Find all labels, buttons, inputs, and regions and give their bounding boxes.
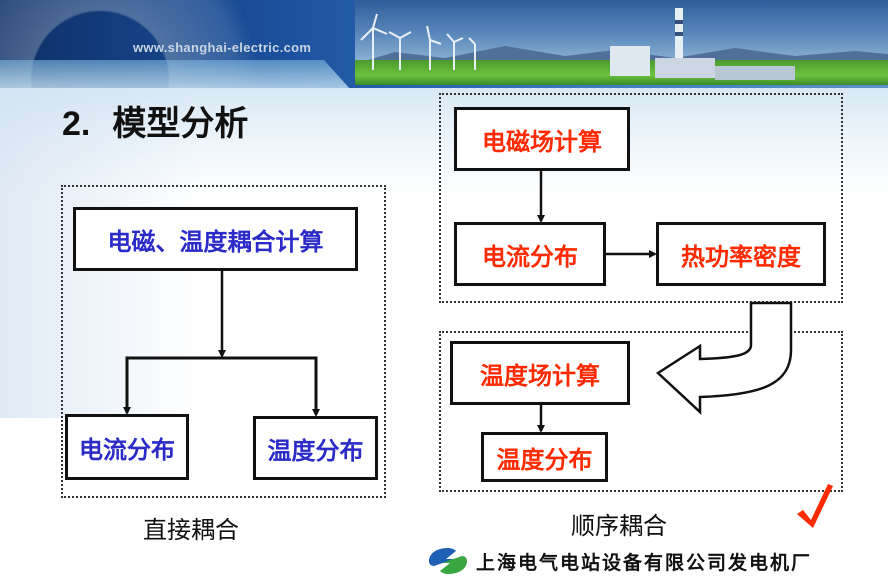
- company-footer: 上海电气电站设备有限公司发电机厂: [428, 546, 812, 576]
- direct-coupling-frame: [61, 185, 386, 498]
- website-url: www.shanghai-electric.com: [133, 40, 312, 55]
- current-distribution-box: 电流分布: [454, 222, 606, 286]
- box-label: 电流分布: [79, 435, 175, 464]
- current-distribution-box: 电流分布: [65, 414, 189, 480]
- em-field-calc-box: 电磁场计算: [454, 107, 630, 171]
- page-title: 2. 模型分析: [62, 96, 248, 145]
- title-text: 模型分析: [112, 105, 249, 143]
- sequential-upper-frame: [439, 93, 843, 303]
- header-banner: www.shanghai-electric.com: [0, 0, 888, 90]
- box-label: 温度分布: [267, 436, 364, 465]
- banner-shade: [0, 60, 360, 90]
- box-label: 温度分布: [496, 445, 593, 474]
- temperature-field-calc-box: 温度场计算: [450, 341, 630, 405]
- company-logo-icon: [429, 548, 467, 574]
- sequential-lower-frame: [439, 331, 843, 492]
- title-number: 2.: [62, 105, 91, 143]
- heat-power-density-box: 热功率密度: [656, 222, 826, 286]
- box-label: 电磁、温度耦合计算: [107, 227, 324, 256]
- company-name: 上海电气电站设备有限公司发电机厂: [476, 551, 813, 574]
- box-label: 电磁场计算: [482, 127, 602, 156]
- temperature-distribution-box: 温度分布: [481, 432, 608, 482]
- direct-coupling-caption: 直接耦合: [143, 516, 239, 544]
- em-thermal-coupled-calc-box: 电磁、温度耦合计算: [73, 207, 358, 271]
- box-label: 电流分布: [482, 242, 578, 271]
- wind-turbines-and-plant-icon: [360, 8, 795, 80]
- check-icon: [797, 484, 833, 528]
- box-label: 热功率密度: [681, 242, 801, 271]
- temperature-distribution-box: 温度分布: [253, 416, 378, 480]
- sequential-coupling-caption: 顺序耦合: [571, 512, 667, 540]
- box-label: 温度场计算: [480, 361, 600, 390]
